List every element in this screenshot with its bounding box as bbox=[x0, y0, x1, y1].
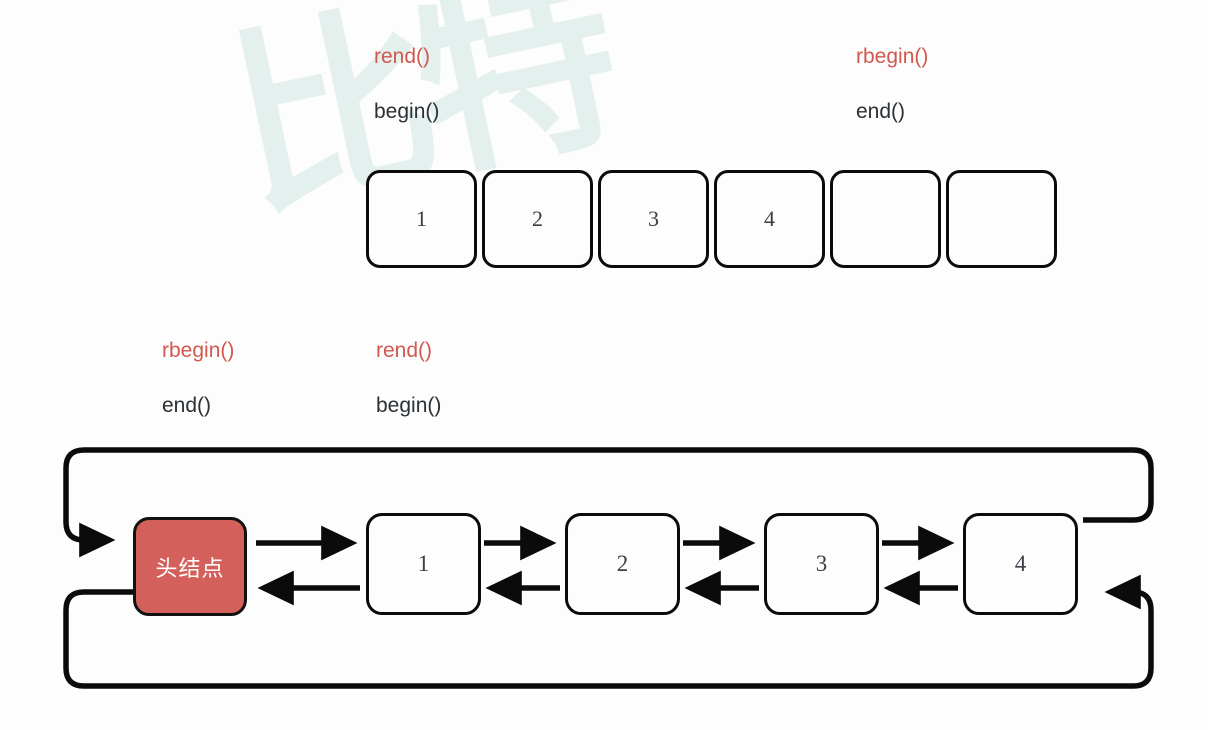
list-node-head: 头结点 bbox=[133, 517, 247, 616]
list-node-3: 3 bbox=[764, 513, 879, 615]
vector-label-begin: begin() bbox=[374, 100, 440, 123]
vector-cell-1: 2 bbox=[482, 170, 593, 268]
list-label-rbegin: rbegin() bbox=[162, 339, 235, 362]
vector-label-rend: rend() bbox=[374, 45, 431, 68]
vector-cell-3: 4 bbox=[714, 170, 825, 268]
loop-rail-bottom bbox=[63, 574, 1154, 689]
vector-cell-4 bbox=[830, 170, 941, 268]
vector-cell-0: 1 bbox=[366, 170, 477, 268]
loop-rail-top bbox=[63, 447, 1154, 558]
list-node-2: 2 bbox=[565, 513, 680, 615]
vector-cell-2: 3 bbox=[598, 170, 709, 268]
list-label-begin: begin() bbox=[376, 394, 442, 417]
list-label-end: end() bbox=[162, 394, 212, 417]
list-label-rend: rend() bbox=[376, 339, 433, 362]
list-node-4: 4 bbox=[963, 513, 1078, 615]
vector-cell-5 bbox=[946, 170, 1057, 268]
vector-label-rbegin: rbegin() bbox=[856, 45, 929, 68]
list-node-1: 1 bbox=[366, 513, 481, 615]
vector-label-end: end() bbox=[856, 100, 906, 123]
